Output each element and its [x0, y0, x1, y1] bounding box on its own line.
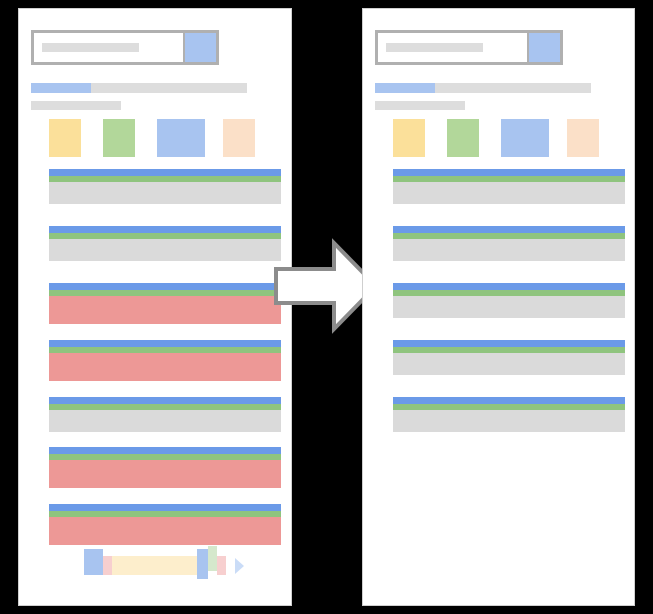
card-header-band — [49, 226, 281, 233]
card-subheader-band — [49, 404, 281, 410]
caption-placeholder — [31, 101, 121, 110]
card-header-band — [393, 226, 625, 233]
card-header-band — [49, 447, 281, 454]
card-subheader-band — [393, 233, 625, 239]
swatch-green[interactable] — [447, 119, 479, 157]
card-subheader-band — [49, 290, 281, 296]
card-subheader-band — [49, 233, 281, 239]
card-header-band — [393, 340, 625, 347]
card-row[interactable] — [393, 169, 625, 204]
swatch-blue[interactable] — [157, 119, 205, 157]
search-input[interactable] — [378, 33, 527, 62]
card-subheader-band — [49, 347, 281, 353]
card-row[interactable] — [49, 397, 281, 432]
card-subheader-band — [393, 176, 625, 182]
card-subheader-band — [393, 347, 625, 353]
card-body-band — [49, 182, 281, 204]
card-row[interactable] — [393, 226, 625, 261]
progress-bar-track — [31, 83, 247, 93]
card-subheader-band — [393, 404, 625, 410]
card-row[interactable] — [393, 397, 625, 432]
pagination-sliver-green[interactable] — [208, 546, 217, 571]
card-body-band — [393, 296, 625, 318]
card-body-band — [49, 410, 281, 432]
transform-arrow-icon — [274, 238, 379, 334]
card-body-band — [393, 182, 625, 204]
pagination-block-start[interactable] — [84, 549, 103, 575]
card-row-flagged[interactable] — [49, 340, 281, 381]
panel-before — [18, 8, 292, 606]
swatch-peach[interactable] — [567, 119, 599, 157]
caption-placeholder — [375, 101, 465, 110]
card-header-band — [49, 397, 281, 404]
card-row[interactable] — [49, 226, 281, 261]
card-body-band — [393, 239, 625, 261]
card-subheader-band — [393, 290, 625, 296]
progress-bar-track — [375, 83, 591, 93]
card-header-band — [49, 340, 281, 347]
card-header-band — [49, 283, 281, 290]
card-row[interactable] — [393, 283, 625, 318]
card-header-band — [49, 169, 281, 176]
progress-bar-fill — [375, 83, 436, 93]
swatch-yellow[interactable] — [49, 119, 81, 157]
search-submit-button[interactable] — [527, 33, 560, 62]
card-body-band-flagged — [49, 353, 281, 381]
card-row-flagged[interactable] — [49, 283, 281, 324]
panel-after-content — [363, 9, 634, 605]
swatch-green[interactable] — [103, 119, 135, 157]
pagination-band[interactable] — [112, 556, 197, 575]
card-body-band-flagged — [49, 517, 281, 545]
card-body-band-flagged — [49, 460, 281, 488]
panel-before-content — [19, 9, 291, 605]
card-row[interactable] — [49, 169, 281, 204]
pagination-strip[interactable] — [49, 546, 264, 583]
card-header-band — [393, 397, 625, 404]
card-subheader-band — [49, 176, 281, 182]
card-body-band — [393, 410, 625, 432]
search-input[interactable] — [34, 33, 183, 62]
pagination-sliver-pink[interactable] — [217, 556, 226, 575]
swatch-blue[interactable] — [501, 119, 549, 157]
card-row-flagged[interactable] — [49, 447, 281, 488]
card-row[interactable] — [393, 340, 625, 375]
search-placeholder-text — [42, 43, 139, 52]
card-header-band — [49, 504, 281, 511]
panel-after — [362, 8, 635, 606]
search-bar[interactable] — [375, 30, 563, 65]
pagination-next-arrow-icon[interactable] — [235, 558, 244, 574]
search-placeholder-text — [386, 43, 483, 52]
card-subheader-band — [49, 454, 281, 460]
card-body-band — [393, 353, 625, 375]
search-submit-button[interactable] — [183, 33, 216, 62]
card-header-band — [393, 283, 625, 290]
swatch-yellow[interactable] — [393, 119, 425, 157]
card-body-band — [49, 239, 281, 261]
card-row-flagged[interactable] — [49, 504, 281, 545]
card-subheader-band — [49, 511, 281, 517]
swatch-peach[interactable] — [223, 119, 255, 157]
pagination-sliver-pink[interactable] — [103, 556, 112, 575]
progress-bar-fill — [31, 83, 92, 93]
pagination-marker[interactable] — [197, 549, 208, 579]
search-bar[interactable] — [31, 30, 219, 65]
card-header-band — [393, 169, 625, 176]
card-body-band-flagged — [49, 296, 281, 324]
